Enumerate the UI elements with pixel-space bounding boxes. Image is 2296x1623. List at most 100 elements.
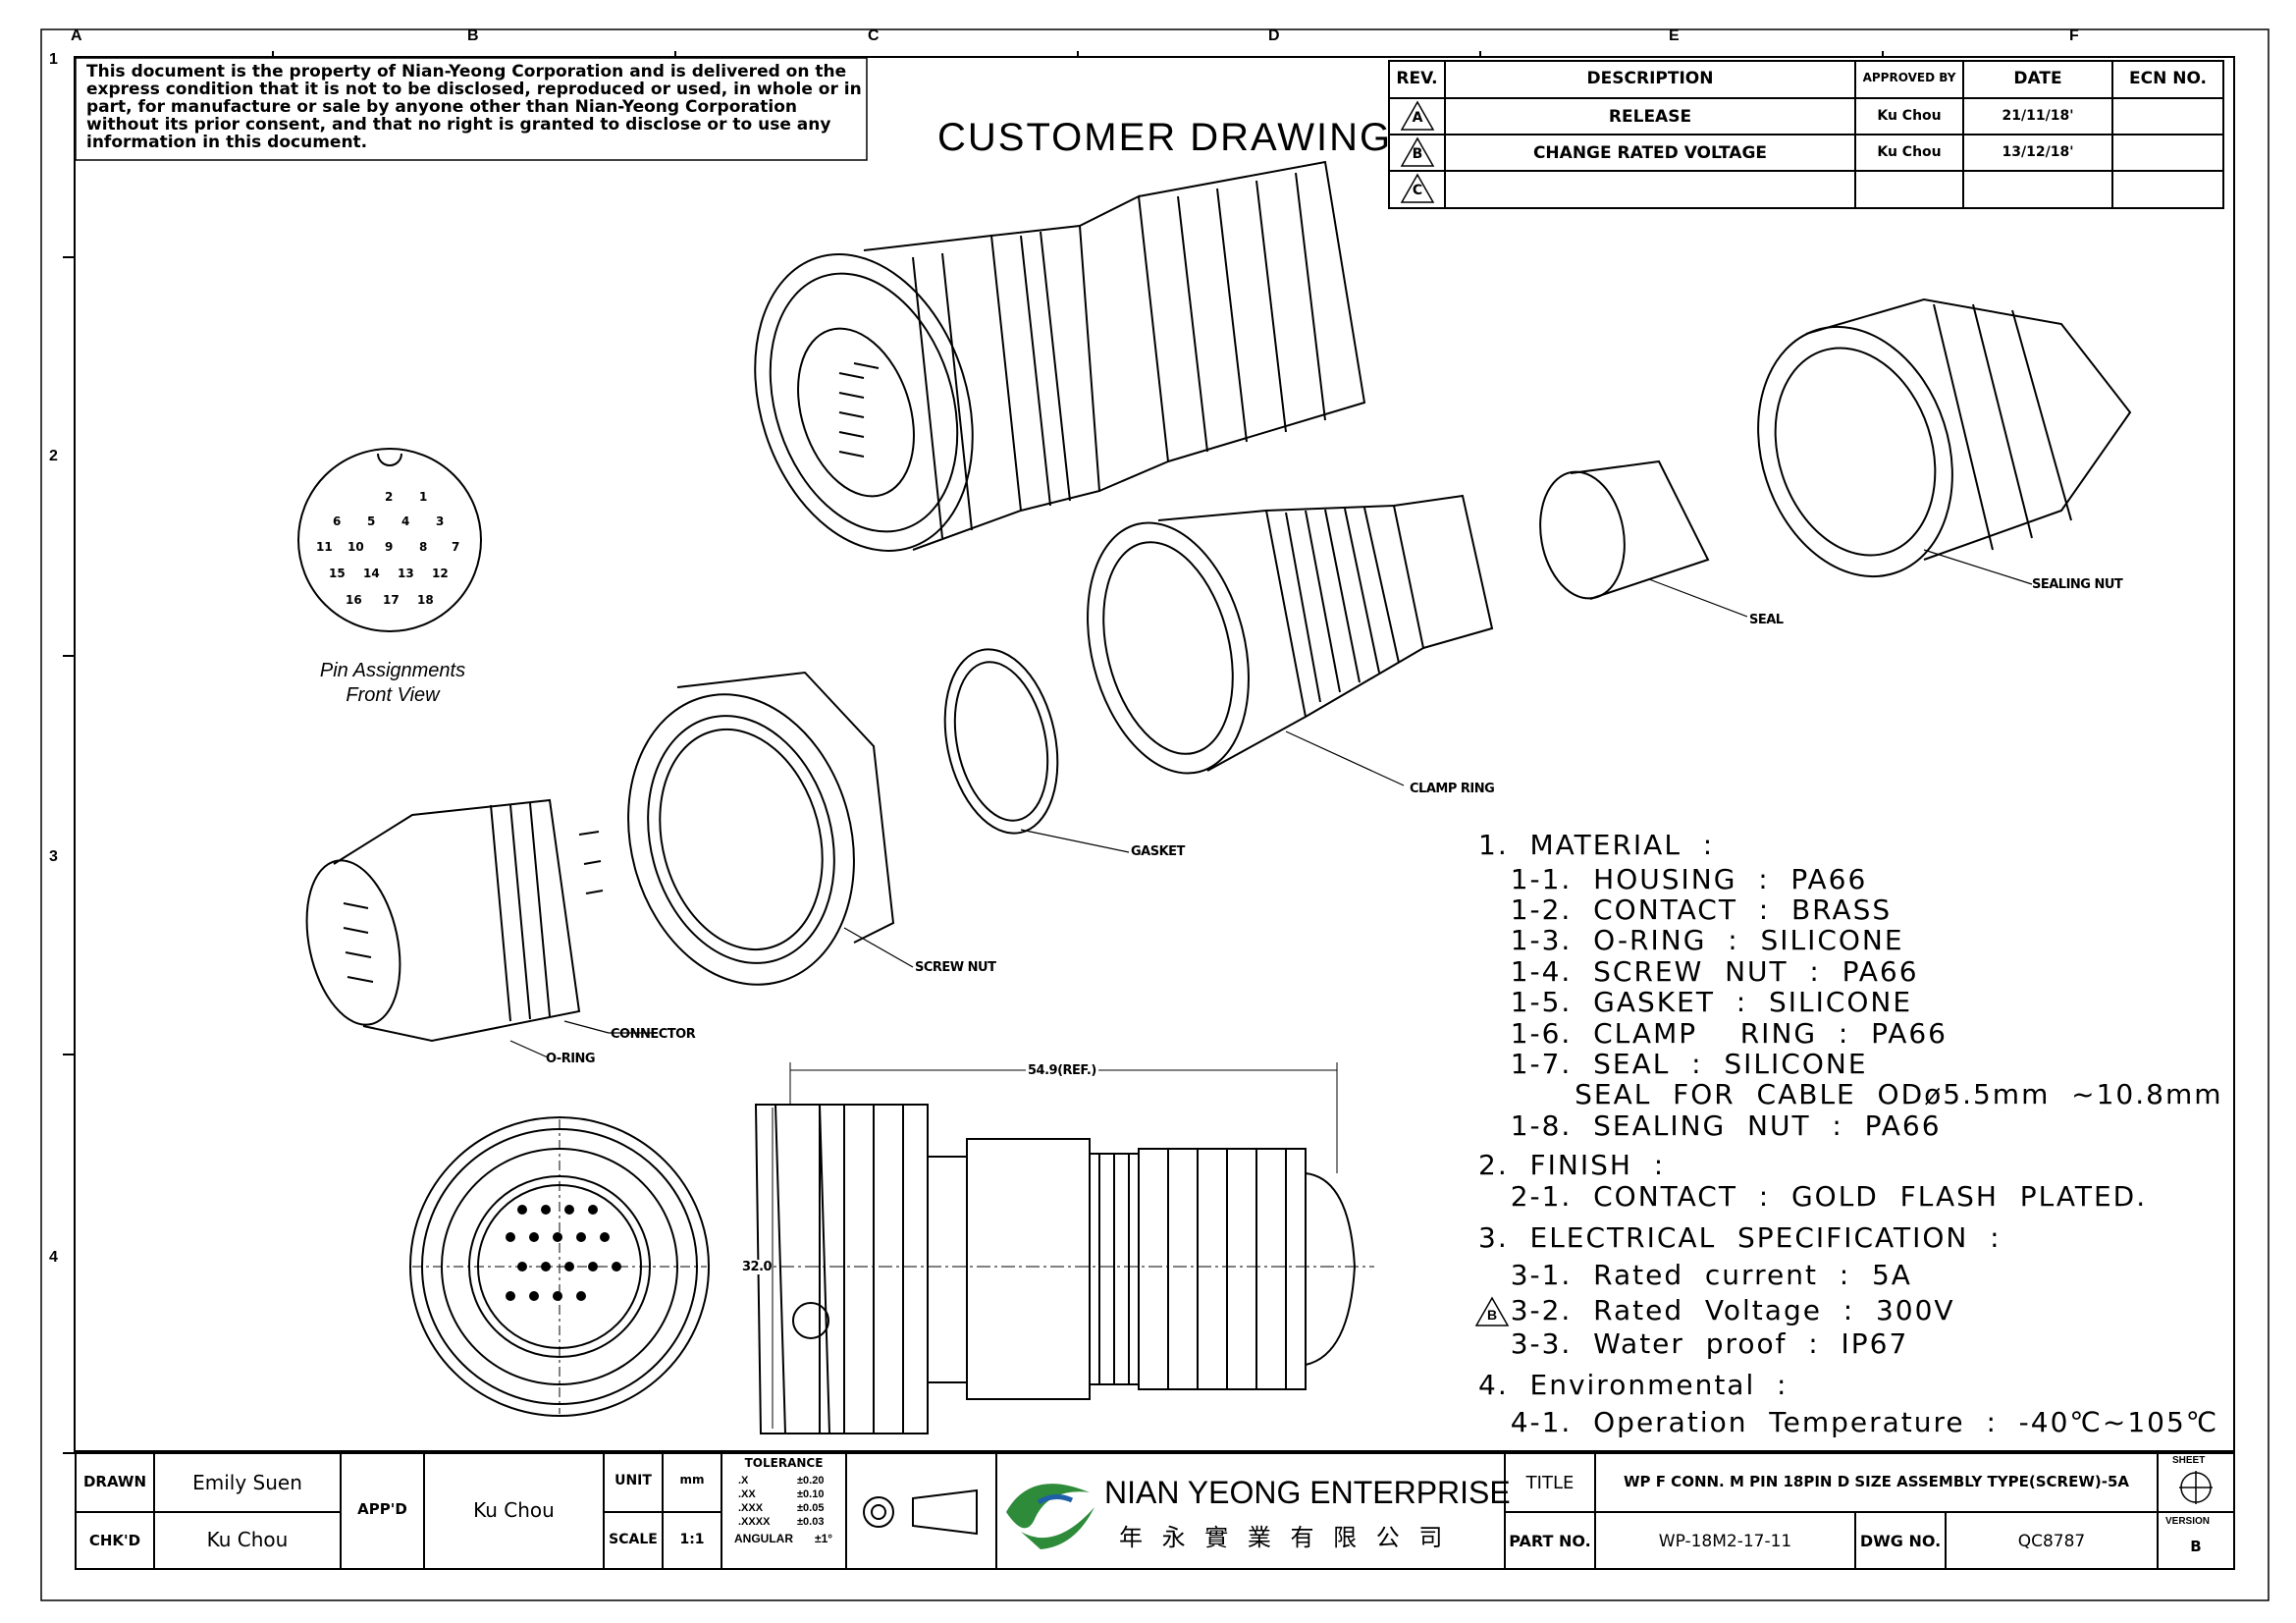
tb-version-label: VERSION: [2165, 1516, 2211, 1527]
grid-col-b: B: [467, 27, 479, 44]
projection-symbol: [863, 1488, 978, 1536]
label-o-ring: O-RING: [546, 1052, 596, 1066]
tb-tol-x-key: .X: [738, 1475, 749, 1487]
pin-9: 9: [385, 540, 394, 554]
tb-unit-label: UNIT: [614, 1473, 652, 1488]
spec-contact-finish: 2-1. CONTACT : GOLD FLASH PLATED.: [1478, 1180, 2148, 1213]
rev-b-date: 13/12/18': [2002, 144, 2074, 160]
tb-version: B: [2190, 1538, 2202, 1555]
rev-b-approved: Ku Chou: [1877, 144, 1942, 160]
tb-angular-value: ±1°: [815, 1532, 833, 1545]
label-screw-nut: SCREW NUT: [915, 960, 996, 975]
spec-environmental-heading: 4. Environmental :: [1478, 1369, 1789, 1401]
side-view-illustration: [754, 1062, 1374, 1434]
spec-operation-temp: 4-1. Operation Temperature : -40℃~105℃: [1478, 1406, 2219, 1438]
tb-approved-label: APP'D: [357, 1500, 407, 1518]
tb-tol-xx-key: .XX: [738, 1488, 756, 1500]
tb-tol-xx-val: ±0.10: [797, 1488, 825, 1500]
tb-approved-by: Ku Chou: [473, 1498, 555, 1522]
pin-2: 2: [385, 490, 394, 504]
rev-header-ecn: ECN NO.: [2129, 69, 2207, 88]
label-gasket: GASKET: [1131, 844, 1185, 859]
dimension-diameter: 32.0: [742, 1260, 773, 1274]
spec-water-proof: 3-3. Water proof : IP67: [1478, 1327, 1909, 1360]
tb-drawn-by: Emily Suen: [192, 1471, 302, 1494]
rev-header-approved: APPROVED BY: [1862, 71, 1956, 84]
rev-c-mark: C: [1412, 183, 1423, 198]
spec-electrical-heading: 3. ELECTRICAL SPECIFICATION :: [1478, 1221, 2002, 1254]
pin-17: 17: [383, 593, 400, 607]
tb-tolerance-title: TOLERANCE: [744, 1456, 824, 1470]
pin-7: 7: [452, 540, 460, 554]
seal-illustration: [1539, 460, 1710, 600]
pin-11: 11: [316, 540, 333, 554]
grid-col-f: F: [2069, 27, 2079, 44]
spec-housing: 1-1. HOUSING : PA66: [1478, 863, 1868, 895]
screw-nut-illustration: [627, 671, 895, 986]
spec-o-ring: 1-3. O-RING : SILICONE: [1478, 924, 1904, 956]
tb-drawn-label: DRAWN: [82, 1473, 147, 1490]
spec-contact: 1-2. CONTACT : BRASS: [1478, 893, 1893, 926]
grid-row-1: 1: [49, 51, 58, 68]
tb-title-value: WP F CONN. M PIN 18PIN D SIZE ASSEMBLY T…: [1623, 1473, 2130, 1490]
pin-5: 5: [367, 514, 376, 528]
label-seal: SEAL: [1749, 613, 1784, 627]
pin-caption-line1: Pin Assignments: [319, 660, 466, 681]
pin-16: 16: [346, 593, 362, 607]
end-view-pins: [506, 1205, 621, 1301]
label-sealing-nut: SEALING NUT: [2032, 577, 2123, 592]
dimension-length: 54.9(REF.): [1026, 1063, 1098, 1078]
sheet-symbol: [2179, 1471, 2213, 1504]
pin-1: 1: [419, 490, 428, 504]
tb-part-no-label: PART NO.: [1509, 1532, 1591, 1550]
grid-col-e: E: [1669, 27, 1680, 44]
rev-a-approved: Ku Chou: [1877, 108, 1942, 124]
tb-company-name: NIAN YEONG ENTERPRISE: [1104, 1475, 1511, 1510]
pin-6: 6: [333, 514, 342, 528]
gasket-illustration: [943, 648, 1059, 835]
drawing-type-title: CUSTOMER DRAWING: [937, 116, 1393, 159]
rev-b-mark: B: [1412, 146, 1423, 162]
spec-rated-voltage: 3-2. Rated Voltage : 300V: [1478, 1294, 1955, 1326]
tb-tol-xxx-key: .XXX: [738, 1502, 764, 1514]
company-logo: [1006, 1484, 1095, 1549]
grid-col-a: A: [71, 27, 82, 44]
outer-frame: [40, 28, 2269, 1601]
pin-3: 3: [436, 514, 445, 528]
rev-a-mark: A: [1412, 110, 1423, 126]
pin-12: 12: [432, 567, 449, 580]
tb-angular-label: ANGULAR: [734, 1532, 793, 1545]
tb-checked-by: Ku Chou: [206, 1528, 289, 1551]
grid-row-2: 2: [49, 448, 58, 464]
pin-caption-line2: Front View: [346, 684, 440, 706]
tb-checked-label: CHK'D: [88, 1532, 141, 1549]
spec-rev-b-triangle: [1474, 1296, 1510, 1326]
spec-screw-nut: 1-4. SCREW NUT : PA66: [1478, 955, 1919, 988]
pin-15: 15: [329, 567, 346, 580]
pin-10: 10: [347, 540, 364, 554]
tb-dwg-no-label: DWG NO.: [1859, 1532, 1942, 1550]
clamp-ring-illustration: [1087, 494, 1494, 775]
spec-material-heading: 1. MATERIAL :: [1478, 829, 1715, 861]
tb-company-name-cn: 年 永 實 業 有 限 公 司: [1119, 1524, 1449, 1551]
spec-rated-current: 3-1. Rated current : 5A: [1478, 1259, 1912, 1291]
rev-header-rev: REV.: [1396, 69, 1438, 88]
pin-4: 4: [401, 514, 410, 528]
sealing-nut-illustration: [1757, 298, 2132, 578]
tb-dwg-no: QC8787: [2017, 1532, 2086, 1551]
tb-tol-xxxx-key: .XXXX: [738, 1516, 771, 1528]
grid-col-d: D: [1268, 27, 1280, 44]
spec-seal: 1-7. SEAL : SILICONE: [1478, 1048, 1868, 1080]
label-connector: CONNECTOR: [611, 1027, 696, 1042]
inner-frame: [74, 56, 2235, 1452]
rev-c-triangle: [1400, 173, 1435, 203]
label-clamp-ring: CLAMP RING: [1410, 782, 1495, 796]
spec-sealing-nut: 1-8. SEALING NUT : PA66: [1478, 1109, 1942, 1142]
connector-part-illustration: [305, 798, 604, 1043]
end-view-illustration: [409, 1116, 710, 1417]
tb-scale-label: SCALE: [609, 1532, 658, 1547]
rev-b-description: CHANGE RATED VOLTAGE: [1532, 143, 1768, 163]
spec-gasket: 1-5. GASKET : SILICONE: [1478, 986, 1913, 1018]
pin-8: 8: [419, 540, 428, 554]
